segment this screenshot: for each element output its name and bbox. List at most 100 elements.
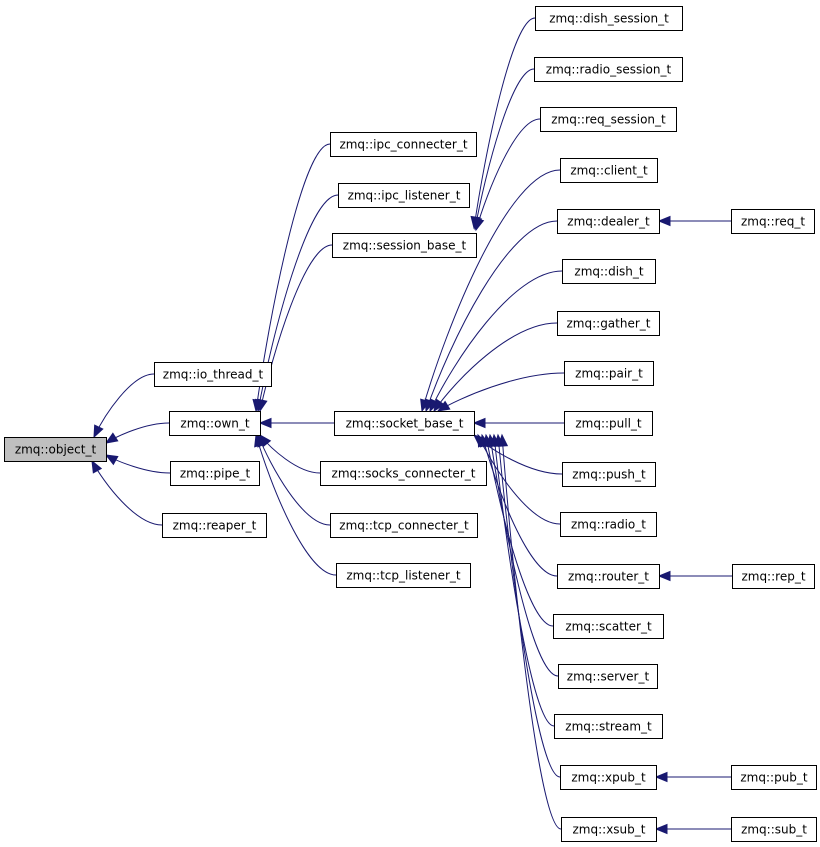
class-node-dish-session-t[interactable]: zmq::dish_session_t <box>535 6 683 31</box>
class-node-pair-t[interactable]: zmq::pair_t <box>564 361 654 386</box>
class-label: zmq::scatter_t <box>565 620 652 634</box>
arrowhead-icon <box>654 823 668 835</box>
class-node-client-t[interactable]: zmq::client_t <box>560 158 658 183</box>
edge-line <box>433 322 558 412</box>
class-node-radio-t[interactable]: zmq::radio_t <box>560 512 657 537</box>
class-node-server-t[interactable]: zmq::server_t <box>558 664 658 689</box>
edge-radio_session_t-to-session_base_t <box>471 68 535 231</box>
class-box <box>334 411 475 436</box>
edge-radio_t-to-socket_base_t <box>477 433 561 525</box>
class-box <box>557 564 660 589</box>
class-node-scatter-t[interactable]: zmq::scatter_t <box>553 614 664 639</box>
class-label: zmq::pair_t <box>575 367 643 381</box>
class-label: zmq::server_t <box>567 670 650 684</box>
class-label: zmq::xsub_t <box>573 823 646 837</box>
class-label: zmq::ipc_connecter_t <box>339 138 467 152</box>
arrowhead-icon <box>104 454 119 466</box>
class-node-pull-t[interactable]: zmq::pull_t <box>564 411 653 436</box>
class-box <box>560 512 657 537</box>
arrowhead-icon <box>254 433 265 448</box>
edge-sub_t-to-xsub_t <box>654 823 731 835</box>
edge-line <box>485 434 554 627</box>
class-node-pub-t[interactable]: zmq::pub_t <box>731 765 817 790</box>
class-node-rep-t[interactable]: zmq::rep_t <box>732 564 815 589</box>
edge-line <box>477 434 561 525</box>
class-box <box>732 564 815 589</box>
class-label: zmq::ipc_listener_t <box>348 189 461 203</box>
edge-line <box>489 434 559 677</box>
class-node-socks-connecter-t[interactable]: zmq::socks_connecter_t <box>320 461 487 486</box>
edge-line <box>429 270 563 412</box>
class-box <box>731 765 817 790</box>
nodes-layer: zmq::object_tzmq::io_thread_tzmq::own_tz… <box>4 6 817 842</box>
edges-layer <box>91 17 732 835</box>
edge-line <box>474 68 535 230</box>
class-box <box>336 563 471 588</box>
edge-line <box>437 372 565 412</box>
edge-socks_connecter_t-to-own_t <box>259 433 321 474</box>
arrowhead-icon <box>433 398 445 413</box>
class-box <box>553 614 664 639</box>
arrowhead-icon <box>657 570 671 582</box>
edge-session_base_t-to-own_t <box>257 244 333 413</box>
class-box <box>320 461 487 486</box>
class-box <box>731 209 815 234</box>
class-label: zmq::tcp_listener_t <box>346 569 461 583</box>
class-label: zmq::gather_t <box>567 317 651 331</box>
class-node-gather-t[interactable]: zmq::gather_t <box>557 311 660 336</box>
class-label: zmq::io_thread_t <box>163 368 264 382</box>
class-label: zmq::req_t <box>741 215 805 229</box>
class-node-object-t[interactable]: zmq::object_t <box>4 437 107 462</box>
class-node-xsub-t[interactable]: zmq::xsub_t <box>561 817 657 842</box>
arrowhead-icon <box>657 215 671 227</box>
arrowhead-icon <box>436 400 451 412</box>
class-box <box>338 183 470 208</box>
class-node-tcp-connecter-t[interactable]: zmq::tcp_connecter_t <box>330 513 478 538</box>
class-box <box>332 233 477 258</box>
class-node-push-t[interactable]: zmq::push_t <box>562 462 656 487</box>
class-node-router-t[interactable]: zmq::router_t <box>557 564 660 589</box>
class-node-stream-t[interactable]: zmq::stream_t <box>554 714 663 739</box>
edge-own_t-to-object_t <box>104 422 170 444</box>
class-label: zmq::dealer_t <box>567 215 650 229</box>
class-node-dealer-t[interactable]: zmq::dealer_t <box>557 209 660 234</box>
class-label: zmq::client_t <box>570 164 648 178</box>
class-label: zmq::router_t <box>568 570 649 584</box>
class-node-xpub-t[interactable]: zmq::xpub_t <box>560 765 657 790</box>
class-node-io-thread-t[interactable]: zmq::io_thread_t <box>154 362 272 387</box>
edge-line <box>473 17 536 229</box>
class-box <box>731 817 817 842</box>
class-node-tcp-listener-t[interactable]: zmq::tcp_listener_t <box>336 563 471 588</box>
class-label: zmq::dish_t <box>574 265 644 279</box>
class-node-req-t[interactable]: zmq::req_t <box>731 209 815 234</box>
arrowhead-icon <box>104 432 119 444</box>
arrowhead-icon <box>257 398 268 413</box>
class-node-req-session-t[interactable]: zmq::req_session_t <box>540 107 677 132</box>
edge-io_thread_t-to-object_t <box>93 373 155 439</box>
class-label: zmq::push_t <box>572 468 646 482</box>
edge-line <box>255 434 337 576</box>
class-node-radio-session-t[interactable]: zmq::radio_session_t <box>534 57 683 82</box>
edge-reaper_t-to-object_t <box>91 459 163 526</box>
class-node-pipe-t[interactable]: zmq::pipe_t <box>170 461 260 486</box>
class-node-ipc-connecter-t[interactable]: zmq::ipc_connecter_t <box>330 132 477 157</box>
class-node-ipc-listener-t[interactable]: zmq::ipc_listener_t <box>338 183 470 208</box>
edge-line <box>421 169 561 412</box>
class-label: zmq::session_base_t <box>343 239 467 253</box>
class-node-reaper-t[interactable]: zmq::reaper_t <box>162 513 267 538</box>
class-node-session-base-t[interactable]: zmq::session_base_t <box>332 233 477 258</box>
class-label: zmq::socks_connecter_t <box>332 467 476 481</box>
class-box <box>162 513 267 538</box>
class-node-sub-t[interactable]: zmq::sub_t <box>731 817 817 842</box>
edge-socket_base_t-to-own_t <box>258 417 334 429</box>
class-box <box>169 411 261 436</box>
edge-pipe_t-to-object_t <box>104 454 171 474</box>
class-node-socket-base-t[interactable]: zmq::socket_base_t <box>334 411 475 436</box>
class-box <box>330 132 477 157</box>
class-node-own-t[interactable]: zmq::own_t <box>169 411 261 436</box>
arrowhead-icon <box>472 417 486 429</box>
edge-line <box>259 244 333 412</box>
edge-line <box>475 118 541 231</box>
class-node-dish-t[interactable]: zmq::dish_t <box>562 259 656 284</box>
